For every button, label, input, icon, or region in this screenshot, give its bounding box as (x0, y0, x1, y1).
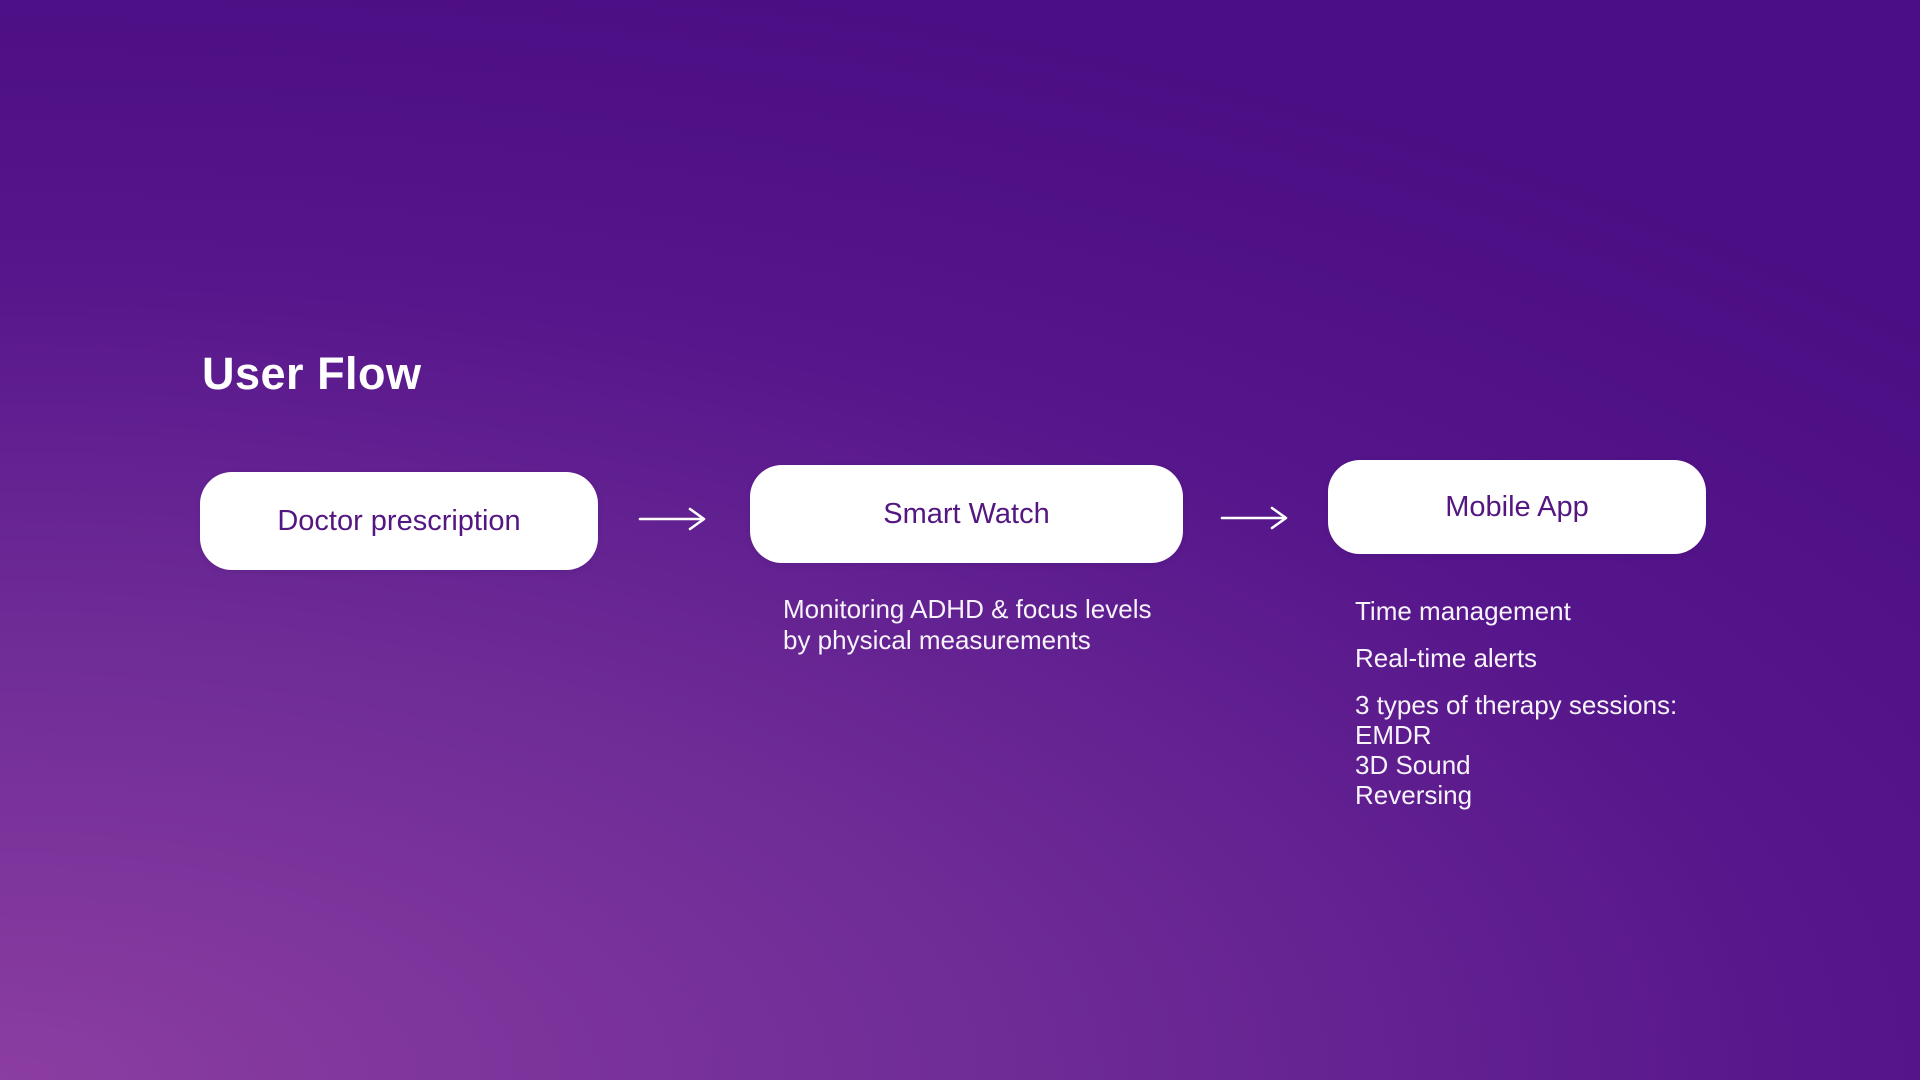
flow-node-doctor-prescription: Doctor prescription (200, 472, 598, 570)
page-title: User Flow (202, 348, 422, 399)
note-time-management: Time management (1355, 596, 1571, 626)
flow-node-label: Smart Watch (883, 497, 1050, 530)
flow-node-label: Mobile App (1445, 490, 1589, 523)
smart-watch-description: Monitoring ADHD & focus levels by physic… (783, 594, 1152, 655)
flow-node-smart-watch: Smart Watch (750, 465, 1183, 563)
mobile-app-notes: Time management Real-time alerts 3 types… (1355, 596, 1677, 827)
note-therapy-sessions: 3 types of therapy sessions: EMDR 3D Sou… (1355, 690, 1678, 810)
note-real-time-alerts: Real-time alerts (1355, 643, 1538, 673)
right-arrow-icon (638, 505, 710, 533)
flow-node-label: Doctor prescription (277, 504, 521, 537)
right-arrow-icon (1220, 504, 1292, 532)
flow-node-mobile-app: Mobile App (1328, 460, 1706, 554)
